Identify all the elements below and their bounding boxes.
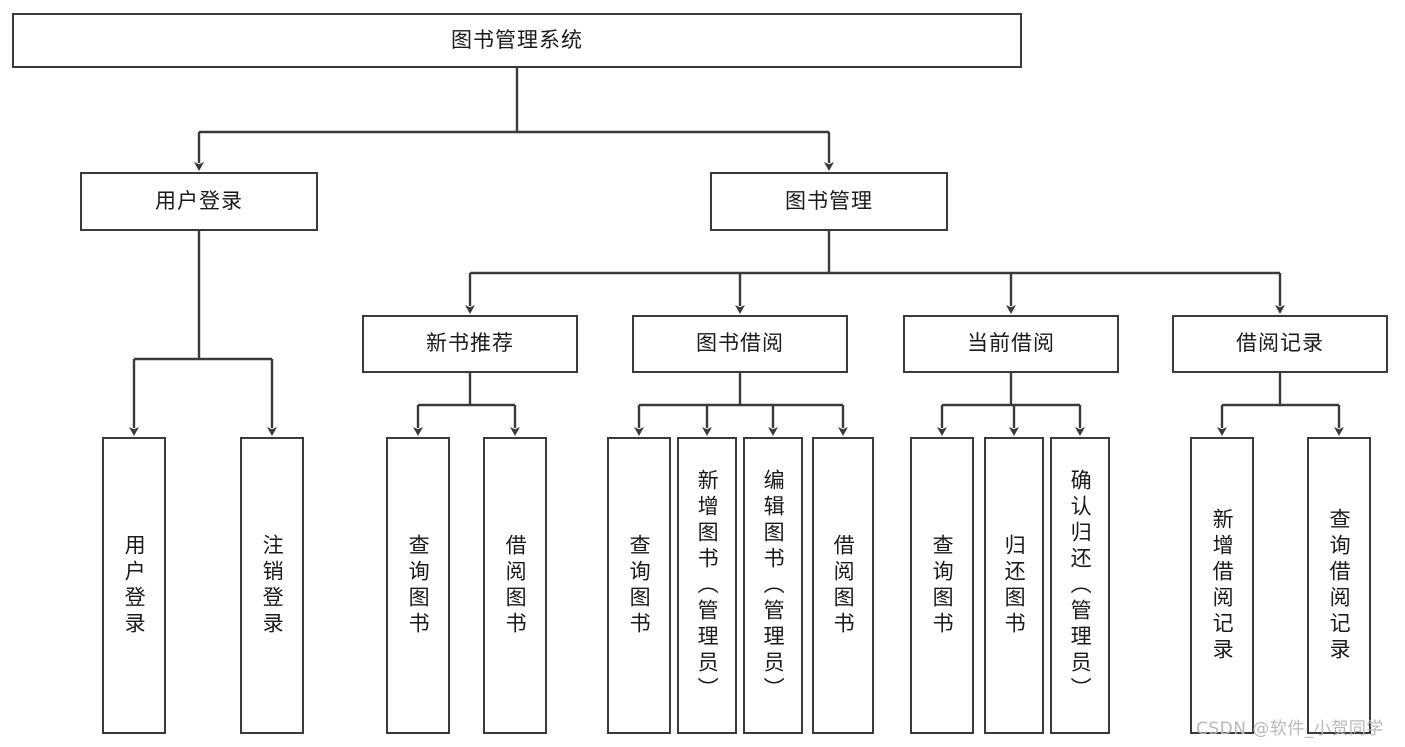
node-leaf-query-record-label: 查询借阅记录 <box>1327 507 1352 664</box>
node-leaf-borrow-book-2[interactable]: 借阅图书 <box>812 437 874 734</box>
node-book-borrow-label: 图书借阅 <box>696 331 784 356</box>
node-leaf-logout-label: 注销登录 <box>260 533 285 638</box>
node-leaf-query-book-1-label: 查询图书 <box>406 533 431 638</box>
node-borrow-record-label: 借阅记录 <box>1236 331 1324 356</box>
node-leaf-return-book-label: 归还图书 <box>1002 533 1027 638</box>
node-leaf-confirm-return[interactable]: 确认归还（管理员） <box>1050 437 1110 734</box>
node-leaf-user-login[interactable]: 用户登录 <box>102 437 166 734</box>
node-leaf-add-record[interactable]: 新增借阅记录 <box>1190 437 1254 734</box>
node-root[interactable]: 图书管理系统 <box>12 13 1022 68</box>
node-leaf-add-record-label: 新增借阅记录 <box>1210 507 1235 664</box>
node-book-manage[interactable]: 图书管理 <box>710 172 948 231</box>
node-leaf-query-book-2[interactable]: 查询图书 <box>607 437 671 734</box>
node-leaf-query-book-3[interactable]: 查询图书 <box>910 437 974 734</box>
node-book-borrow[interactable]: 图书借阅 <box>632 315 848 373</box>
node-leaf-borrow-book-1-label: 借阅图书 <box>503 533 528 638</box>
node-book-manage-label: 图书管理 <box>785 188 873 213</box>
node-new-book-rec[interactable]: 新书推荐 <box>362 315 578 373</box>
node-leaf-add-book-label: 新增图书（管理员） <box>695 468 720 703</box>
node-leaf-borrow-book-2-label: 借阅图书 <box>831 533 856 638</box>
node-leaf-query-book-2-label: 查询图书 <box>627 533 652 638</box>
node-root-label: 图书管理系统 <box>451 27 583 52</box>
node-current-borrow[interactable]: 当前借阅 <box>903 315 1119 373</box>
node-user-login[interactable]: 用户登录 <box>80 172 318 231</box>
node-new-book-rec-label: 新书推荐 <box>426 331 514 356</box>
node-leaf-user-login-label: 用户登录 <box>122 533 147 638</box>
node-leaf-query-book-1[interactable]: 查询图书 <box>386 437 450 734</box>
node-user-login-label: 用户登录 <box>155 188 243 213</box>
node-leaf-confirm-return-label: 确认归还（管理员） <box>1068 468 1093 703</box>
node-leaf-add-book[interactable]: 新增图书（管理员） <box>677 437 737 734</box>
node-leaf-edit-book[interactable]: 编辑图书（管理员） <box>743 437 803 734</box>
node-leaf-query-record[interactable]: 查询借阅记录 <box>1307 437 1371 734</box>
node-leaf-edit-book-label: 编辑图书（管理员） <box>761 468 786 703</box>
node-current-borrow-label: 当前借阅 <box>967 331 1055 356</box>
node-leaf-query-book-3-label: 查询图书 <box>930 533 955 638</box>
node-leaf-return-book[interactable]: 归还图书 <box>984 437 1044 734</box>
node-leaf-borrow-book-1[interactable]: 借阅图书 <box>483 437 547 734</box>
node-leaf-logout[interactable]: 注销登录 <box>240 437 304 734</box>
node-borrow-record[interactable]: 借阅记录 <box>1172 315 1388 373</box>
